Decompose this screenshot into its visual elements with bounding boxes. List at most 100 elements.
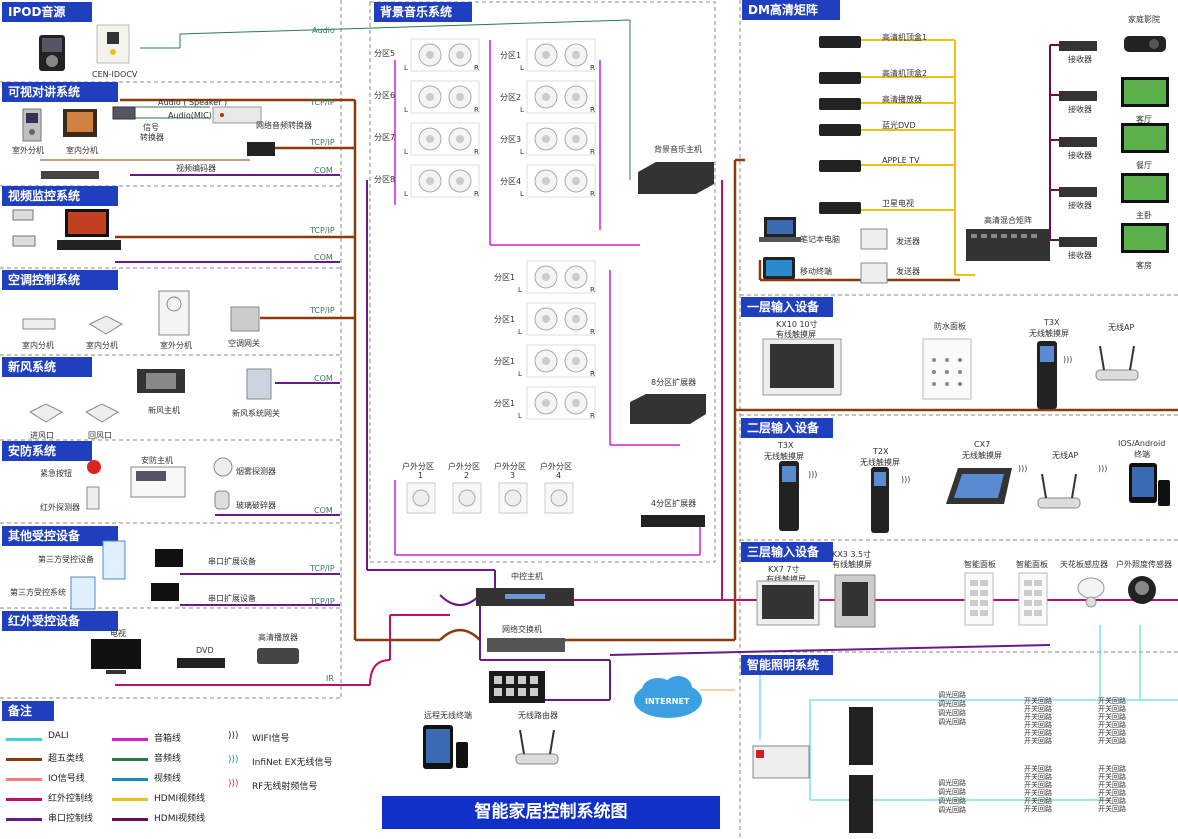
- switch-circuit-label: 开关回路: [1024, 697, 1052, 705]
- line-label-com: COM: [314, 374, 333, 383]
- switch-circuit-label: 开关回路: [1024, 705, 1052, 713]
- section-header-lighting: 智能照明系统: [741, 655, 833, 675]
- speaker-r-label: R: [590, 412, 595, 420]
- receiver-icon: [1059, 137, 1097, 147]
- line-label-tcpip: TCP/IP: [310, 226, 335, 235]
- bgm-zone-label: 分区1: [494, 273, 516, 282]
- bgm-host-icon: [638, 162, 714, 194]
- bgm-zone-label: 分区4: [500, 177, 522, 186]
- outdoor-zone-label: 户外分区: [540, 462, 572, 471]
- room-tv-icon: [1121, 123, 1169, 153]
- legend-label: 音频线: [154, 754, 182, 764]
- waterproof-panel-label: 防水面板: [934, 322, 966, 331]
- ios-terminal-icon: [1129, 463, 1170, 506]
- converter-label-1: 信号: [143, 123, 159, 132]
- outdoor-speaker-icon: [544, 482, 574, 514]
- av-source-icon: [819, 160, 861, 172]
- bgm-zone-label: 分区3: [500, 135, 522, 144]
- fresh-air-gateway-icon: [246, 368, 272, 400]
- remote-terminal-label: 远程无线终端: [424, 711, 472, 720]
- line-label-tcpip: TCP/IP: [310, 138, 335, 147]
- legend-label: HDMI视频线: [154, 814, 206, 824]
- ceiling-sensor-label: 天花板感应器: [1060, 560, 1108, 569]
- expander-8-icon: [630, 394, 706, 424]
- laptop-icon: [759, 217, 801, 242]
- t2x-label-1: T2X: [873, 447, 889, 456]
- ceiling-sensor-icon: [1077, 577, 1105, 608]
- receiver-label: 接收器: [1068, 105, 1092, 114]
- room-label: 客厅: [1136, 115, 1152, 124]
- section-header-cctv: 视频监控系统: [2, 186, 118, 206]
- outdoor-zone-label: 户外分区: [448, 462, 480, 471]
- ios-terminal-label-1: IOS/Android: [1118, 439, 1166, 448]
- t2x-remote-icon: [871, 467, 889, 533]
- av-source-label: 卫星电视: [882, 199, 914, 208]
- dvd-label: DVD: [196, 646, 214, 655]
- serial-expander-1-icon: [155, 549, 183, 567]
- outdoor-zone-number: 3: [510, 471, 516, 480]
- speaker-r-label: R: [474, 148, 479, 156]
- bgm-zone-label: 分区7: [374, 133, 396, 142]
- kx3-label-1: KX3 3.5寸: [832, 550, 872, 559]
- kx3-label-2: 有线触摸屏: [832, 560, 872, 569]
- section-header-dm-matrix: DM高清矩阵: [742, 0, 840, 20]
- wifi-signal-icon: ))): [1098, 464, 1108, 473]
- signal-wave-icon: ))): [228, 779, 239, 789]
- serial-expander-1-label: 串口扩展设备: [208, 557, 256, 566]
- hvac-indoor-1-label: 室内分机: [22, 341, 54, 350]
- switch-circuit-label: 开关回路: [1024, 765, 1052, 773]
- section-header-security: 安防系统: [2, 441, 92, 461]
- outdoor-zone-number: 1: [418, 471, 424, 480]
- speaker-pair-icon: [526, 302, 596, 336]
- switch-circuit-label: 开关回路: [1098, 713, 1126, 721]
- dimming-circuit-label: 调光回路: [938, 779, 966, 787]
- section-header-input3: 三层输入设备: [741, 542, 833, 562]
- speaker-pair-icon: [526, 122, 596, 156]
- speaker-r-label: R: [590, 106, 595, 114]
- av-source-icon: [819, 98, 861, 110]
- ac-cassette-icon: [88, 315, 124, 335]
- receiver-icon: [1059, 187, 1097, 197]
- air-return-icon: [84, 403, 120, 423]
- av-source-label: APPLE TV: [882, 156, 920, 165]
- switch-circuit-label: 开关回路: [1024, 737, 1052, 745]
- panic-button-label: 紧急按钮: [40, 469, 72, 478]
- legend-swatch: [6, 738, 42, 741]
- speaker-pair-icon: [526, 344, 596, 378]
- legend-swatch: [112, 818, 148, 821]
- kx7-touch-panel-icon: [756, 580, 820, 626]
- keypad-controller-icon: [489, 671, 545, 703]
- speaker-pair-icon: [526, 164, 596, 198]
- ipod-icon: [39, 35, 65, 71]
- bgm-host-label: 背景音乐主机: [654, 145, 702, 154]
- t3x-label-1: T3X: [778, 441, 794, 450]
- receiver-icon: [1059, 91, 1097, 101]
- wireless-ap-icon: [1095, 345, 1139, 381]
- mobile-terminal-label: 移动终端: [800, 267, 832, 276]
- kx10-touch-panel-icon: [762, 338, 842, 396]
- av-source-icon: [819, 124, 861, 136]
- speaker-l-label: L: [518, 286, 522, 294]
- line-label-tcpip: TCP/IP: [310, 564, 335, 573]
- bgm-zone-label: 分区8: [374, 175, 396, 184]
- ir-detector-label: 红外探测器: [40, 503, 80, 512]
- indoor-monitor-label: 室内分机: [66, 146, 98, 155]
- central-host-label: 中控主机: [511, 572, 543, 581]
- switch-circuit-label: 开关回路: [1098, 765, 1126, 773]
- bgm-zone-label: 分区5: [374, 49, 396, 58]
- receiver-label: 接收器: [1068, 251, 1092, 260]
- fresh-air-host-label: 新风主机: [148, 406, 180, 415]
- signal-wave-icon: ))): [228, 755, 239, 765]
- speaker-pair-icon: [526, 260, 596, 294]
- sender-2-label: 发送器: [896, 267, 920, 276]
- ac-outdoor-unit-icon: [158, 290, 190, 336]
- t2x-label-2: 无线触摸屏: [860, 458, 900, 467]
- hd-mixer-label: 高清混合矩阵: [984, 216, 1032, 225]
- speaker-l-label: L: [404, 64, 408, 72]
- cx7-tablet-icon: [946, 468, 1012, 504]
- room-label: 餐厅: [1136, 161, 1152, 170]
- receiver-icon: [1059, 237, 1097, 247]
- wireless-ap-icon: [1037, 473, 1081, 509]
- receiver-label: 接收器: [1068, 201, 1092, 210]
